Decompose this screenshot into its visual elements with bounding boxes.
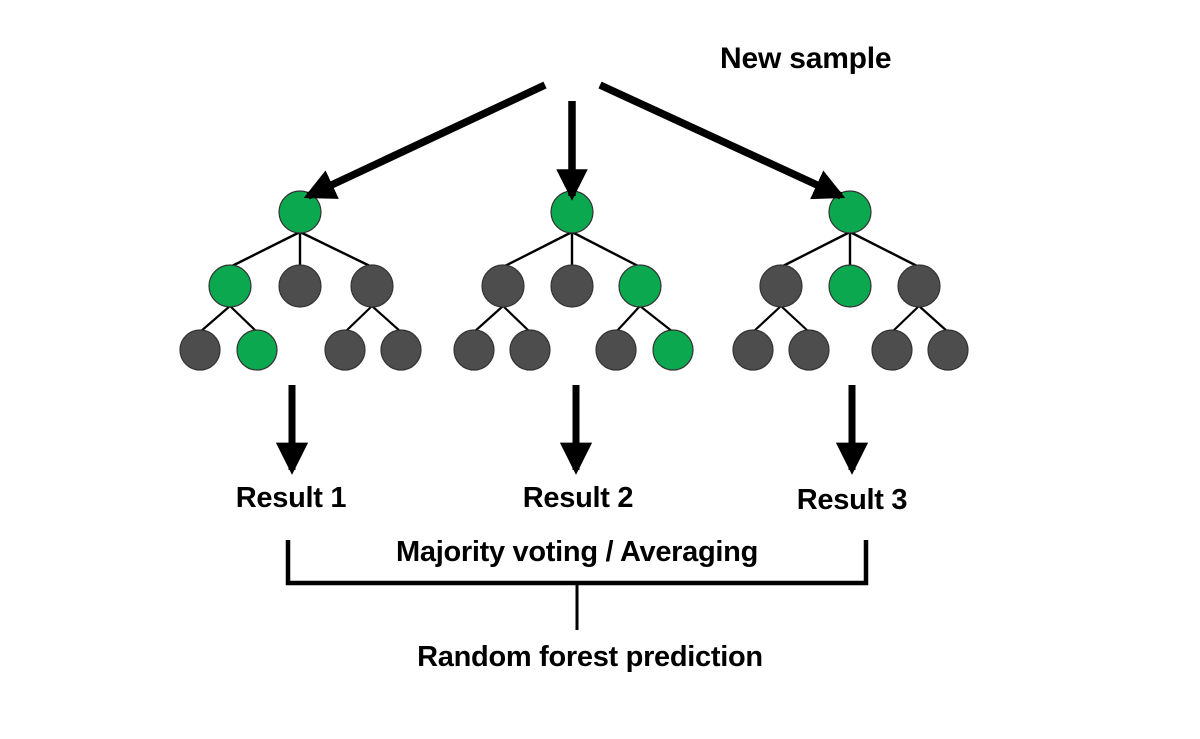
tree1-leaf-node-1-1[interactable] <box>179 329 221 371</box>
edge-tree3-child1-leaf2 <box>780 305 810 333</box>
tree3-root-node[interactable] <box>828 190 872 234</box>
tree2-root-node[interactable] <box>550 190 594 234</box>
majority-voting-label: Majority voting / Averaging <box>396 536 758 568</box>
tree3-internal-node-2[interactable] <box>828 264 872 308</box>
edge-tree3-child3-leaf2 <box>918 305 949 333</box>
tree1-root-node[interactable] <box>278 190 322 234</box>
new-sample-label: New sample <box>720 42 892 75</box>
tree2-leaf-node-1-2[interactable] <box>509 329 551 371</box>
tree3-leaf-node-3-1[interactable] <box>871 329 913 371</box>
tree3-leaf-node-1-1[interactable] <box>732 329 774 371</box>
edge-tree2-child3-leaf1 <box>615 305 641 333</box>
edge-tree3-child3-leaf1 <box>891 305 920 333</box>
edge-tree2-child1-leaf2 <box>502 305 531 333</box>
edge-tree3-child1-leaf1 <box>752 305 782 333</box>
edge-tree1-root-child3 <box>299 230 373 269</box>
tree-edges-layer <box>199 230 949 333</box>
edge-tree1-child1-leaf2 <box>229 305 258 333</box>
edge-tree1-child3-leaf2 <box>371 305 402 333</box>
arrow-to-tree-1 <box>303 81 547 200</box>
edge-tree2-child3-leaf2 <box>639 305 674 333</box>
result-label-2: Result 2 <box>522 482 634 514</box>
tree1-internal-node-3[interactable] <box>350 264 394 308</box>
edge-tree1-child3-leaf1 <box>344 305 373 333</box>
tree2-internal-node-1[interactable] <box>481 264 525 308</box>
random-forest-prediction-label: Random forest prediction <box>417 641 763 673</box>
edge-tree3-root-child3 <box>849 230 920 269</box>
tree3-internal-node-1[interactable] <box>759 264 803 308</box>
tree1-leaf-node-3-2[interactable] <box>380 329 422 371</box>
edge-tree1-root-child1 <box>229 230 301 269</box>
tree2-leaf-node-3-1[interactable] <box>595 329 637 371</box>
tree1-leaf-node-1-2[interactable] <box>236 329 278 371</box>
edge-tree3-root-child1 <box>780 230 851 269</box>
tree1-leaf-node-3-1[interactable] <box>324 329 366 371</box>
tree2-leaf-node-1-1[interactable] <box>453 329 495 371</box>
tree2-internal-node-2[interactable] <box>550 264 594 308</box>
aggregation-bracket-layer <box>285 540 869 630</box>
result-label-1: Result 1 <box>235 482 347 514</box>
tree3-leaf-node-1-2[interactable] <box>788 329 830 371</box>
tree3-leaf-node-3-2[interactable] <box>927 329 969 371</box>
tree-nodes-layer <box>179 190 969 371</box>
tree2-internal-node-3[interactable] <box>618 264 662 308</box>
edge-tree2-child1-leaf1 <box>473 305 504 333</box>
arrows-layer <box>275 81 869 475</box>
tree1-internal-node-1[interactable] <box>208 264 252 308</box>
result-label-3: Result 3 <box>796 484 908 516</box>
edge-tree2-root-child1 <box>502 230 573 269</box>
edge-tree1-child1-leaf1 <box>199 305 231 333</box>
tree3-internal-node-3[interactable] <box>897 264 941 308</box>
edge-tree2-root-child3 <box>571 230 641 269</box>
tree1-internal-node-2[interactable] <box>278 264 322 308</box>
tree2-leaf-node-3-2[interactable] <box>652 329 694 371</box>
arrow-to-tree-3 <box>598 81 846 200</box>
